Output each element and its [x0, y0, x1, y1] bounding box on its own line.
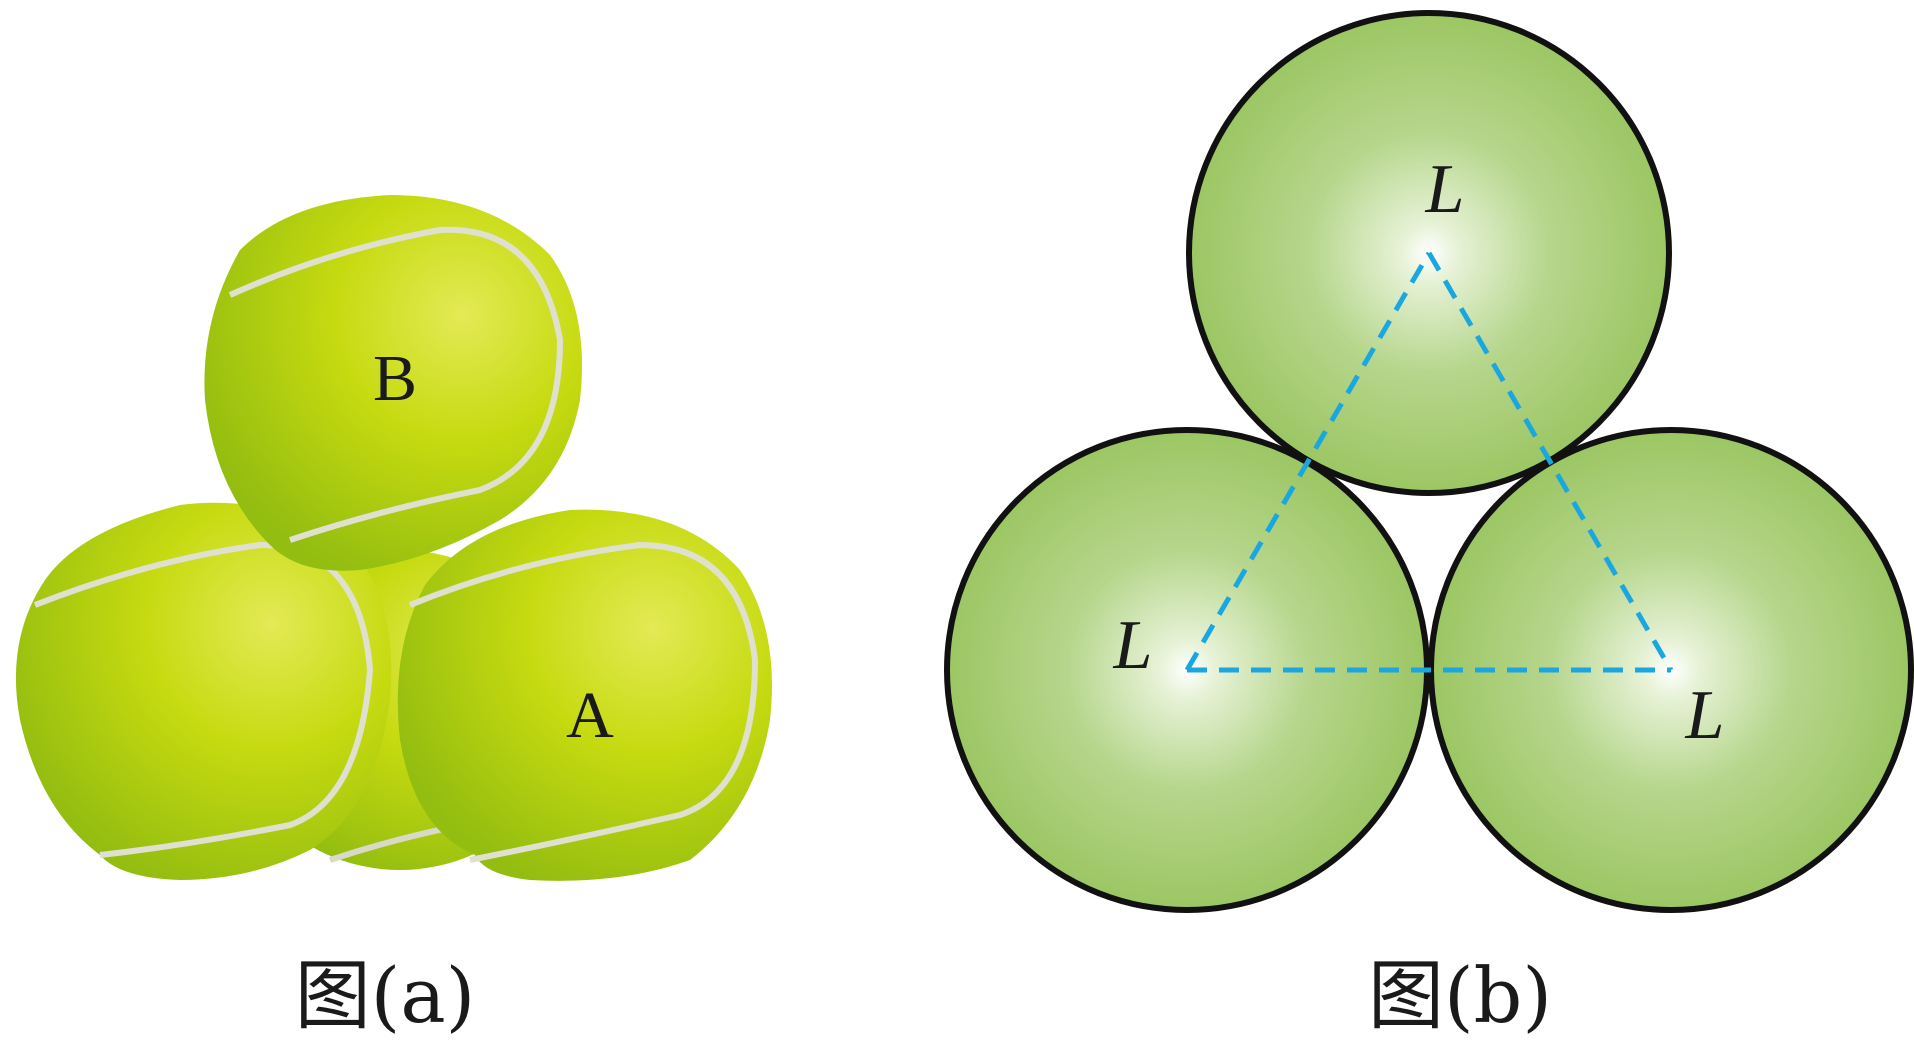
ball-b-label: B: [373, 342, 417, 415]
tennis-ball-a: [397, 509, 772, 881]
figure-b: L L L 图(b): [944, 10, 1914, 1040]
figure-a-caption: 图(a): [295, 951, 476, 1040]
l-label-top: L: [1425, 151, 1465, 228]
ball-a-label: A: [566, 679, 614, 752]
center-triangle: [1184, 251, 1674, 673]
figure-b-caption: 图(b): [1368, 951, 1552, 1040]
tennis-ball-b: [204, 195, 582, 571]
tennis-ball-left: [15, 502, 392, 880]
l-label-left: L: [1113, 607, 1153, 684]
figure-a: B A 图(a): [15, 195, 772, 1040]
l-label-right: L: [1685, 677, 1725, 754]
